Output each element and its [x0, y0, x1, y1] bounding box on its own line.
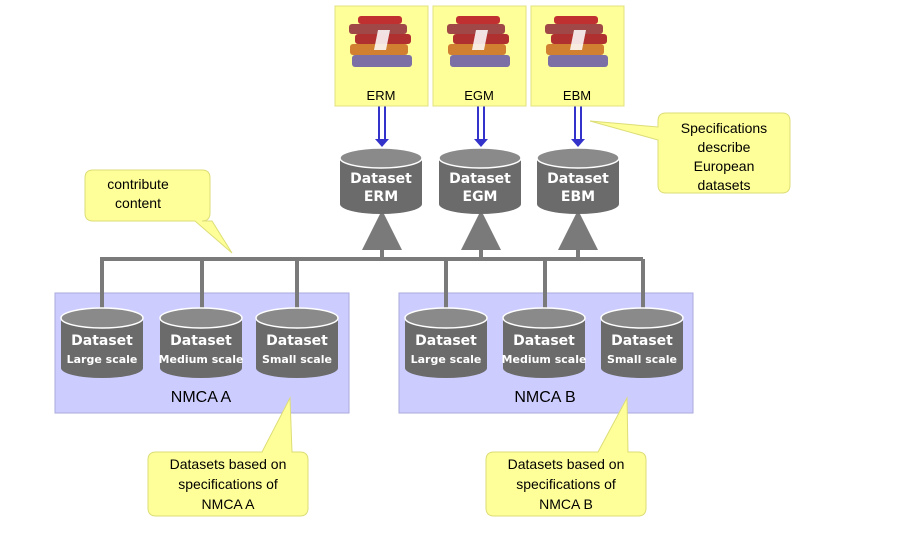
dataset-title: Dataset [449, 171, 511, 187]
dataset-subtitle: EGM [463, 189, 498, 205]
nmca-b-label: NMCA B [514, 389, 575, 406]
dataset-subtitle: EBM [561, 189, 595, 205]
dataset-cylinder-erm: Dataset ERM [339, 147, 423, 214]
dataset-title: Dataset [350, 171, 412, 187]
callout-line: content [115, 195, 161, 211]
callout-line: Datasets based on [508, 456, 625, 472]
dataset-title: Dataset [415, 333, 477, 349]
nmca-a-dataset-large: Dataset Large scale [60, 307, 144, 378]
callout-contribute-content: contribute content [84, 169, 233, 254]
callout-line: Datasets based on [170, 456, 287, 472]
dataset-title: Dataset [611, 333, 673, 349]
dataset-subtitle: Large scale [411, 353, 482, 366]
nmca-b-dataset-small: Dataset Small scale [600, 307, 684, 378]
callout-line: Specifications [681, 120, 767, 136]
dataset-subtitle: Medium scale [502, 353, 587, 366]
books-icon [349, 16, 412, 67]
dataset-cylinder-ebm: Dataset EBM [536, 147, 620, 214]
dataset-title: Dataset [266, 333, 328, 349]
callout-specifications: Specifications describe European dataset… [589, 112, 791, 194]
spec-arrowheads [375, 139, 585, 147]
dataset-subtitle: Large scale [67, 353, 138, 366]
callout-line: contribute [107, 176, 169, 192]
dataset-title: Dataset [513, 333, 575, 349]
spec-label-erm: ERM [367, 88, 396, 103]
spec-label-ebm: EBM [563, 88, 591, 103]
nmca-a-dataset-small: Dataset Small scale [255, 307, 339, 378]
callout-nmca-b: Datasets based on specifications of NMCA… [485, 396, 647, 517]
callout-line: NMCA B [539, 496, 593, 512]
callout-line: describe [698, 139, 751, 155]
connector-lines [100, 210, 645, 310]
callout-nmca-a: Datasets based on specifications of NMCA… [147, 396, 309, 517]
spec-box-ebm: EBM [530, 5, 625, 107]
spec-label-egm: EGM [464, 88, 494, 103]
callout-line: specifications of [178, 476, 278, 492]
nmca-a-label: NMCA A [171, 389, 232, 406]
spec-arrows [378, 106, 582, 140]
callout-line: specifications of [516, 476, 616, 492]
dataset-subtitle: Small scale [262, 353, 332, 366]
books-icon [545, 16, 608, 67]
dataset-title: Dataset [71, 333, 133, 349]
dataset-cylinder-egm: Dataset EGM [438, 147, 522, 214]
callout-line: datasets [698, 177, 751, 193]
callout-line: NMCA A [202, 496, 256, 512]
dataset-subtitle: Medium scale [159, 353, 244, 366]
nmca-b-dataset-medium: Dataset Medium scale [502, 307, 587, 378]
dataset-subtitle: ERM [364, 189, 398, 205]
dataset-title: Dataset [547, 171, 609, 187]
books-icon [447, 16, 510, 67]
nmca-a-dataset-medium: Dataset Medium scale [159, 307, 244, 378]
callout-line: European [694, 158, 755, 174]
spec-box-egm: EGM [432, 5, 527, 107]
spec-box-erm: ERM [334, 5, 429, 107]
dataset-subtitle: Small scale [607, 353, 677, 366]
nmca-b-dataset-large: Dataset Large scale [404, 307, 488, 378]
dataset-title: Dataset [170, 333, 232, 349]
